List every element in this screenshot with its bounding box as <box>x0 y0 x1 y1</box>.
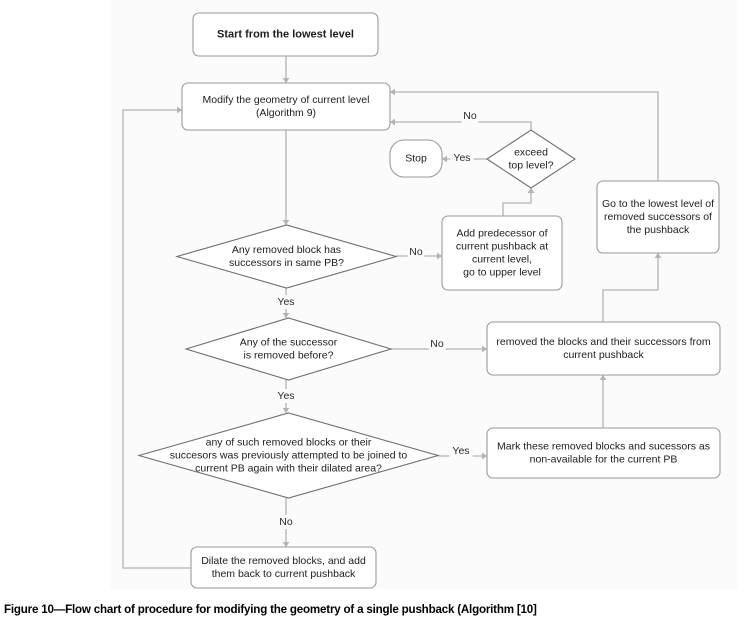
edge-label-anyremoved-anysucc: Yes <box>277 296 294 308</box>
figure-caption: Figure 10—Flow chart of procedure for mo… <box>4 603 537 616</box>
flow-node-markremoved[interactable]: Mark these removed blocks and sucessors … <box>486 427 721 479</box>
process-shape <box>190 546 377 589</box>
node-label-line: non-available for the current PB <box>530 453 678 465</box>
edge-label-bg <box>274 389 298 403</box>
process-shape <box>192 12 379 57</box>
edge-label-bg <box>277 515 295 529</box>
node-label-line: Any of the successor <box>240 336 338 348</box>
flow-edge-golowest-modify <box>390 88 659 181</box>
node-label-line: Any removed block has <box>232 244 341 256</box>
node-label-line: exceed <box>514 146 548 158</box>
process-shape <box>486 427 721 479</box>
node-label-line: Go to the lowest level of <box>602 198 714 210</box>
edge-label-anyremoved-addpred: No <box>409 246 423 258</box>
edge-label-bg <box>428 337 446 351</box>
flow-node-stop[interactable]: Stop <box>389 139 443 178</box>
flow-node-modify[interactable]: Modify the geometry of current level(Alg… <box>181 82 391 131</box>
edge-label-bg <box>407 245 425 259</box>
node-label-line: go to upper level <box>463 266 541 278</box>
node-label-line: Add predecessor of <box>456 227 547 239</box>
decision-shape <box>136 412 441 499</box>
flow-edge-addpred-exceed <box>502 188 535 216</box>
node-label-line: removed successors of <box>604 211 712 223</box>
flow-edge-modify-anyremoved <box>282 130 290 225</box>
node-label-line: current pushback at <box>456 240 548 252</box>
decision-shape <box>184 317 393 381</box>
edge-label-anysuchrem-mark: Yes <box>452 445 469 457</box>
flow-edge-removed-golowest <box>602 253 662 322</box>
flow-node-removedblocks[interactable]: removed the blocks and their successors … <box>486 321 721 376</box>
edge-label-exceed-modify: No <box>463 110 477 122</box>
edges-layer <box>122 56 662 569</box>
flow-node-start[interactable]: Start from the lowest level <box>192 12 379 57</box>
node-label-line: current level, <box>472 253 532 265</box>
node-label-line: any of such removed blocks or their <box>206 436 372 448</box>
node-label-line: the pushback <box>627 224 690 236</box>
flow-node-anysuchrem[interactable]: any of such removed blocks or theirsucce… <box>136 412 441 499</box>
node-label-line: top level? <box>509 159 554 171</box>
decision-shape <box>175 224 398 289</box>
edge-label-bg <box>274 295 298 309</box>
decision-shape <box>486 129 576 189</box>
edge-label-anysucc-anysuchrem: Yes <box>277 390 294 402</box>
edge-label-exceed-stop: Yes <box>453 152 470 164</box>
flow-edge-start-modify <box>282 56 290 83</box>
edge-label-bg <box>461 109 479 123</box>
process-shape <box>441 215 563 291</box>
process-shape <box>486 321 721 376</box>
node-label-line: removed the blocks and their successors … <box>496 336 710 348</box>
node-label-line: (Algorithm 9) <box>256 107 316 119</box>
node-label-line: Dilate the removed blocks, and add <box>201 555 366 567</box>
node-label-line: Stop <box>405 152 427 164</box>
edge-label-anysuchrem-dilate: No <box>279 516 293 528</box>
edge-label-bg <box>449 444 473 458</box>
node-label-line: them back to current pushback <box>212 568 356 580</box>
node-label-line: current PB again with their dilated area… <box>195 462 382 474</box>
node-label-line: Mark these removed blocks and sucessors … <box>497 440 710 452</box>
flow-edge-exceed-modify <box>390 118 532 130</box>
flow-edge-mark-removed <box>599 375 607 428</box>
terminator-shape <box>389 139 443 178</box>
node-label-line: Start from the lowest level <box>217 28 354 40</box>
process-shape <box>596 180 720 254</box>
process-shape <box>181 82 391 131</box>
edge-label-bg <box>450 151 474 165</box>
edge-label-anysucc-removed: No <box>430 338 444 350</box>
node-label-line: successors in same PB? <box>229 257 344 269</box>
node-label-line: succesors was previously attempted to be… <box>170 449 408 461</box>
node-label-line: current pushback <box>563 349 644 361</box>
flow-edge-dilate-modify <box>122 106 191 569</box>
node-label-line: is removed before? <box>244 349 334 361</box>
node-label-line: Modify the geometry of current level <box>203 94 370 106</box>
